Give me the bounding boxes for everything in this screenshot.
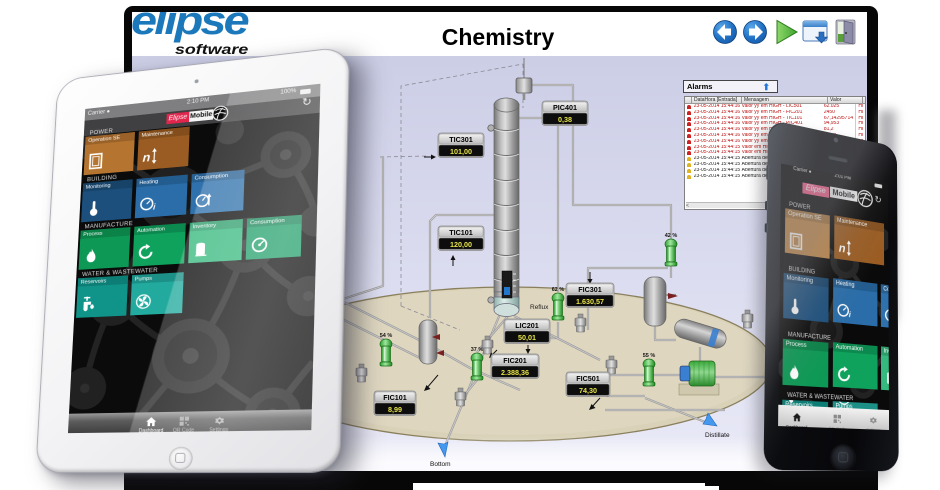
svg-text:TIC301: TIC301 — [449, 135, 473, 144]
svg-text:54 %: 54 % — [380, 333, 393, 339]
svg-text:i: i — [849, 310, 851, 319]
svg-text:PIC401: PIC401 — [553, 103, 577, 112]
svg-text:1.630,57: 1.630,57 — [576, 297, 604, 306]
svg-text:FIC101: FIC101 — [383, 393, 407, 402]
svg-text:i: i — [153, 202, 157, 212]
svg-text:50,01: 50,01 — [518, 333, 536, 342]
svg-text:LIC201: LIC201 — [515, 321, 539, 330]
svg-text:74,30: 74,30 — [579, 386, 597, 395]
svg-text:101,00: 101,00 — [450, 147, 472, 156]
svg-text:2.388,36: 2.388,36 — [501, 368, 529, 377]
svg-text:120,00: 120,00 — [450, 240, 472, 249]
svg-text:42 %: 42 % — [665, 233, 678, 239]
svg-text:Reflux: Reflux — [530, 304, 549, 311]
svg-text:FIC201: FIC201 — [503, 356, 527, 365]
svg-text:37 %: 37 % — [471, 347, 484, 353]
svg-text:55 %: 55 % — [643, 353, 656, 359]
svg-text:Distillate: Distillate — [705, 432, 730, 439]
svg-text:0,38: 0,38 — [558, 115, 572, 124]
svg-text:TIC101: TIC101 — [449, 228, 473, 237]
svg-text:FIC501: FIC501 — [576, 374, 600, 383]
svg-text:8,99: 8,99 — [388, 405, 402, 414]
svg-text:62 %: 62 % — [552, 287, 565, 293]
svg-text:Bottom: Bottom — [430, 461, 451, 468]
svg-text:n: n — [839, 241, 846, 256]
svg-text:n: n — [142, 149, 150, 164]
svg-text:FIC301: FIC301 — [578, 285, 602, 294]
